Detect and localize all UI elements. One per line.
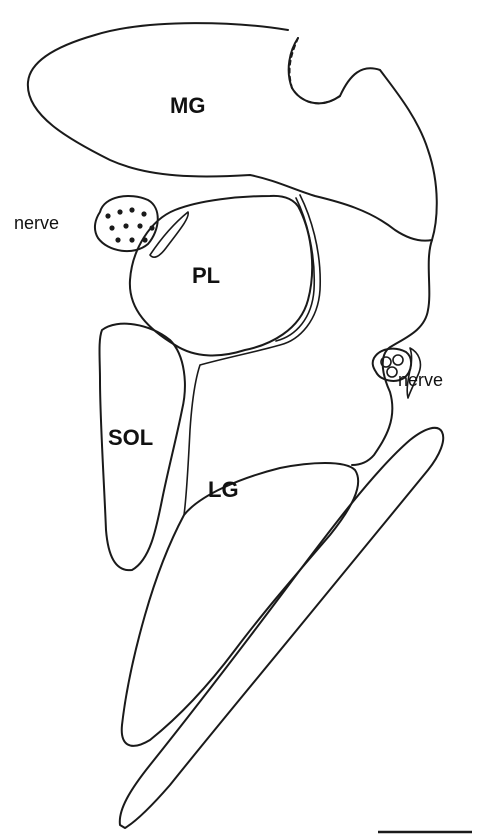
- fascicle-dot: [141, 211, 146, 216]
- lg-region-outline: [122, 463, 358, 746]
- fascicle-dot: [105, 213, 110, 218]
- mg-region-outline: [28, 23, 437, 241]
- fascicle-dot: [109, 225, 114, 230]
- fascicle-dot: [142, 237, 147, 242]
- tendon-sliver: [150, 212, 188, 257]
- mg-boundary-dashed: [290, 38, 340, 103]
- label-nerve-right: nerve: [398, 370, 443, 390]
- fascicle-dot: [115, 237, 120, 242]
- fascicle-dot: [137, 223, 142, 228]
- fascicle-dot: [123, 223, 128, 228]
- nerve-left-fascicles: [105, 207, 154, 242]
- label-mg: MG: [170, 93, 205, 118]
- nerve-right-fascicle: [393, 355, 403, 365]
- label-pl: PL: [192, 263, 220, 288]
- fascicle-dot: [117, 209, 122, 214]
- label-nerve-left: nerve: [14, 213, 59, 233]
- fibula-strip-outline: [120, 428, 443, 828]
- nerve-right-fascicle: [387, 367, 397, 377]
- compartment-outer-outline: [352, 240, 432, 465]
- fascicle-dot: [129, 237, 134, 242]
- fascicle-dot: [129, 207, 134, 212]
- pl-side-septum-inner: [276, 198, 314, 341]
- label-lg: LG: [208, 477, 239, 502]
- fascicle-dot: [149, 225, 154, 230]
- label-sol: SOL: [108, 425, 153, 450]
